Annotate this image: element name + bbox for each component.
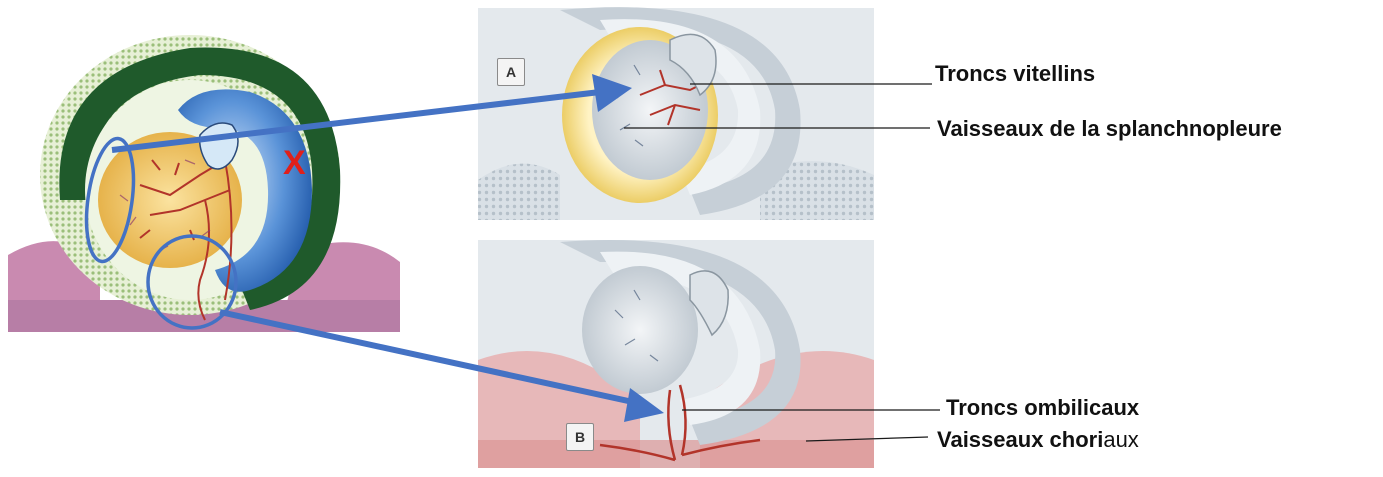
- label-vaisseaux-choriaux-bold: Vaisseaux chori: [937, 427, 1103, 452]
- panel-a-label: A: [497, 58, 525, 86]
- label-troncs-vitellins: Troncs vitellins: [935, 63, 1095, 85]
- panel-b-illustration: [478, 240, 874, 468]
- label-troncs-ombilicaux: Troncs ombilicaux: [946, 397, 1139, 419]
- panel-b-label: B: [566, 423, 594, 451]
- label-vaisseaux-choriaux-tail: aux: [1103, 427, 1138, 452]
- label-vaisseaux-choriaux: Vaisseaux choriaux: [937, 429, 1139, 451]
- cross-marker: X: [283, 146, 306, 180]
- panel-a-illustration: [478, 7, 874, 220]
- label-vaisseaux-splanchnopleure: Vaisseaux de la splanchnopleure: [937, 118, 1282, 140]
- left-embryo-illustration: [8, 35, 400, 332]
